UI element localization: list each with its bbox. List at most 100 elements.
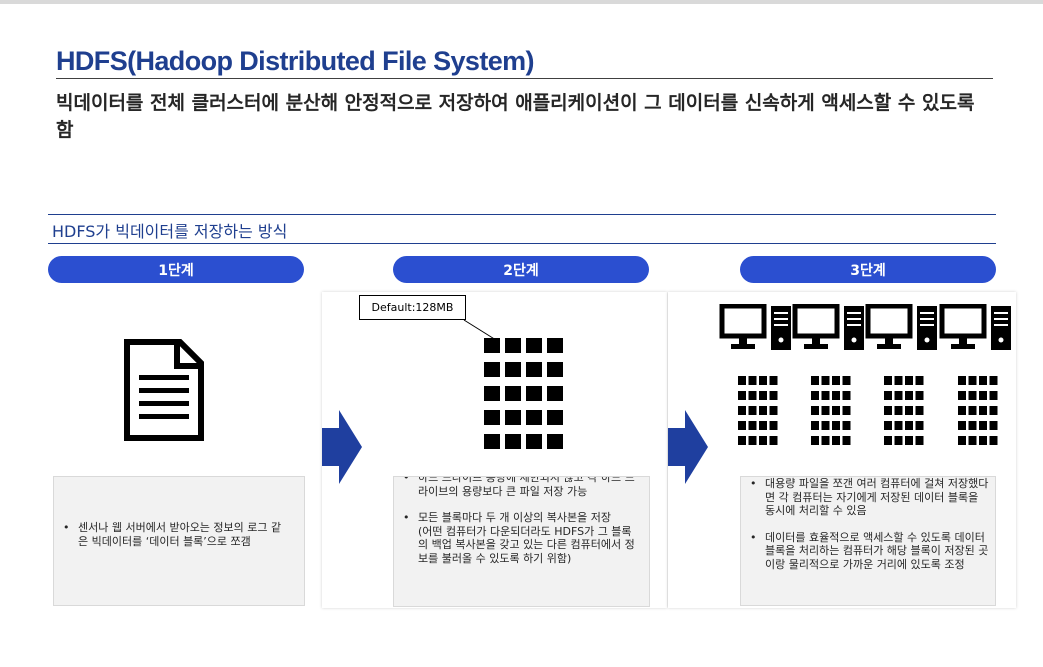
data-block	[811, 421, 819, 430]
data-block	[979, 376, 987, 385]
data-block	[821, 421, 830, 430]
data-block	[989, 421, 998, 430]
data-block	[894, 436, 903, 445]
data-block	[759, 376, 767, 385]
data-block	[968, 406, 977, 415]
data-block	[759, 421, 767, 430]
data-block	[759, 406, 767, 415]
block-size-callout: Default:128MB	[359, 295, 466, 320]
step-3-bullet: 데이터를 효율적으로 액세스할 수 있도록 데이터 블록을 처리하는 컴퓨터가 …	[747, 531, 989, 572]
data-block	[832, 391, 840, 400]
data-block	[989, 391, 998, 400]
data-block	[832, 376, 840, 385]
computer-icon	[719, 304, 791, 350]
arrow-right-icon	[668, 410, 708, 484]
data-block	[905, 406, 913, 415]
data-block	[958, 436, 966, 445]
data-block	[484, 410, 500, 425]
step-3-bullet: 대용량 파일을 쪼갠 여러 컴퓨터에 걸쳐 저장했다면 각 컴퓨터는 자기에게 …	[747, 477, 989, 518]
data-block	[547, 434, 563, 449]
data-block	[832, 406, 840, 415]
data-block	[547, 362, 563, 377]
section-rule-bottom	[48, 243, 996, 244]
data-block	[968, 391, 977, 400]
computer-icon	[939, 304, 1011, 350]
page-title: HDFS(Hadoop Distributed File System)	[56, 46, 535, 76]
data-block	[748, 376, 757, 385]
page-subtitle: 빅데이터를 전체 클러스터에 분산해 안정적으로 저장하여 애플리케이션이 그 …	[56, 92, 975, 141]
document-icon	[124, 339, 204, 441]
data-block	[979, 391, 987, 400]
data-block	[759, 391, 767, 400]
data-block	[884, 376, 892, 385]
top-border	[0, 0, 1043, 4]
data-block	[894, 406, 903, 415]
data-block	[968, 436, 977, 445]
data-block	[769, 406, 778, 415]
data-block	[547, 386, 563, 401]
data-block	[884, 436, 892, 445]
data-block	[769, 421, 778, 430]
data-block	[968, 376, 977, 385]
step-2-description: 하드 드라이브 용량에 제한되지 않고 각 하드 드라이브의 용량보다 큰 파일…	[393, 476, 650, 607]
step-2-bullet: 하드 드라이브 용량에 제한되지 않고 각 하드 드라이브의 용량보다 큰 파일…	[400, 477, 641, 498]
data-block	[505, 362, 521, 377]
section-title: HDFS가 빅데이터를 저장하는 방식	[52, 222, 288, 241]
data-block	[811, 376, 819, 385]
data-block	[905, 436, 913, 445]
data-block	[526, 410, 542, 425]
data-block	[958, 376, 966, 385]
data-block	[759, 436, 767, 445]
data-block	[842, 391, 851, 400]
data-block	[821, 376, 830, 385]
callout-pointer	[463, 319, 497, 341]
data-block	[738, 421, 746, 430]
data-block	[894, 391, 903, 400]
data-block	[979, 421, 987, 430]
data-block	[968, 421, 977, 430]
data-block	[894, 421, 903, 430]
data-block	[738, 391, 746, 400]
block-grid-icon	[484, 338, 563, 449]
data-block	[979, 406, 987, 415]
data-block	[505, 338, 521, 353]
data-block	[821, 391, 830, 400]
data-block	[484, 434, 500, 449]
data-block	[748, 391, 757, 400]
data-block	[915, 376, 924, 385]
data-block	[958, 421, 966, 430]
data-block	[811, 436, 819, 445]
data-block	[989, 406, 998, 415]
data-block	[769, 436, 778, 445]
data-block	[905, 391, 913, 400]
data-block	[769, 391, 778, 400]
section-rule-top	[48, 214, 996, 215]
data-block	[738, 436, 746, 445]
data-block	[915, 406, 924, 415]
data-block	[484, 362, 500, 377]
data-block	[905, 421, 913, 430]
data-block	[958, 406, 966, 415]
data-block	[915, 421, 924, 430]
data-block	[842, 436, 851, 445]
data-block	[821, 436, 830, 445]
data-block	[748, 436, 757, 445]
computer-icon	[865, 304, 937, 350]
data-block	[989, 436, 998, 445]
data-block	[832, 436, 840, 445]
data-block	[842, 421, 851, 430]
data-block	[505, 434, 521, 449]
data-block	[811, 406, 819, 415]
computer-icon	[792, 304, 864, 350]
data-block	[738, 406, 746, 415]
data-block	[769, 376, 778, 385]
data-block	[884, 391, 892, 400]
data-block	[505, 410, 521, 425]
data-block	[484, 386, 500, 401]
data-block	[958, 391, 966, 400]
data-block	[915, 391, 924, 400]
data-block	[526, 338, 542, 353]
data-block	[884, 421, 892, 430]
data-block	[821, 406, 830, 415]
data-block	[484, 338, 500, 353]
